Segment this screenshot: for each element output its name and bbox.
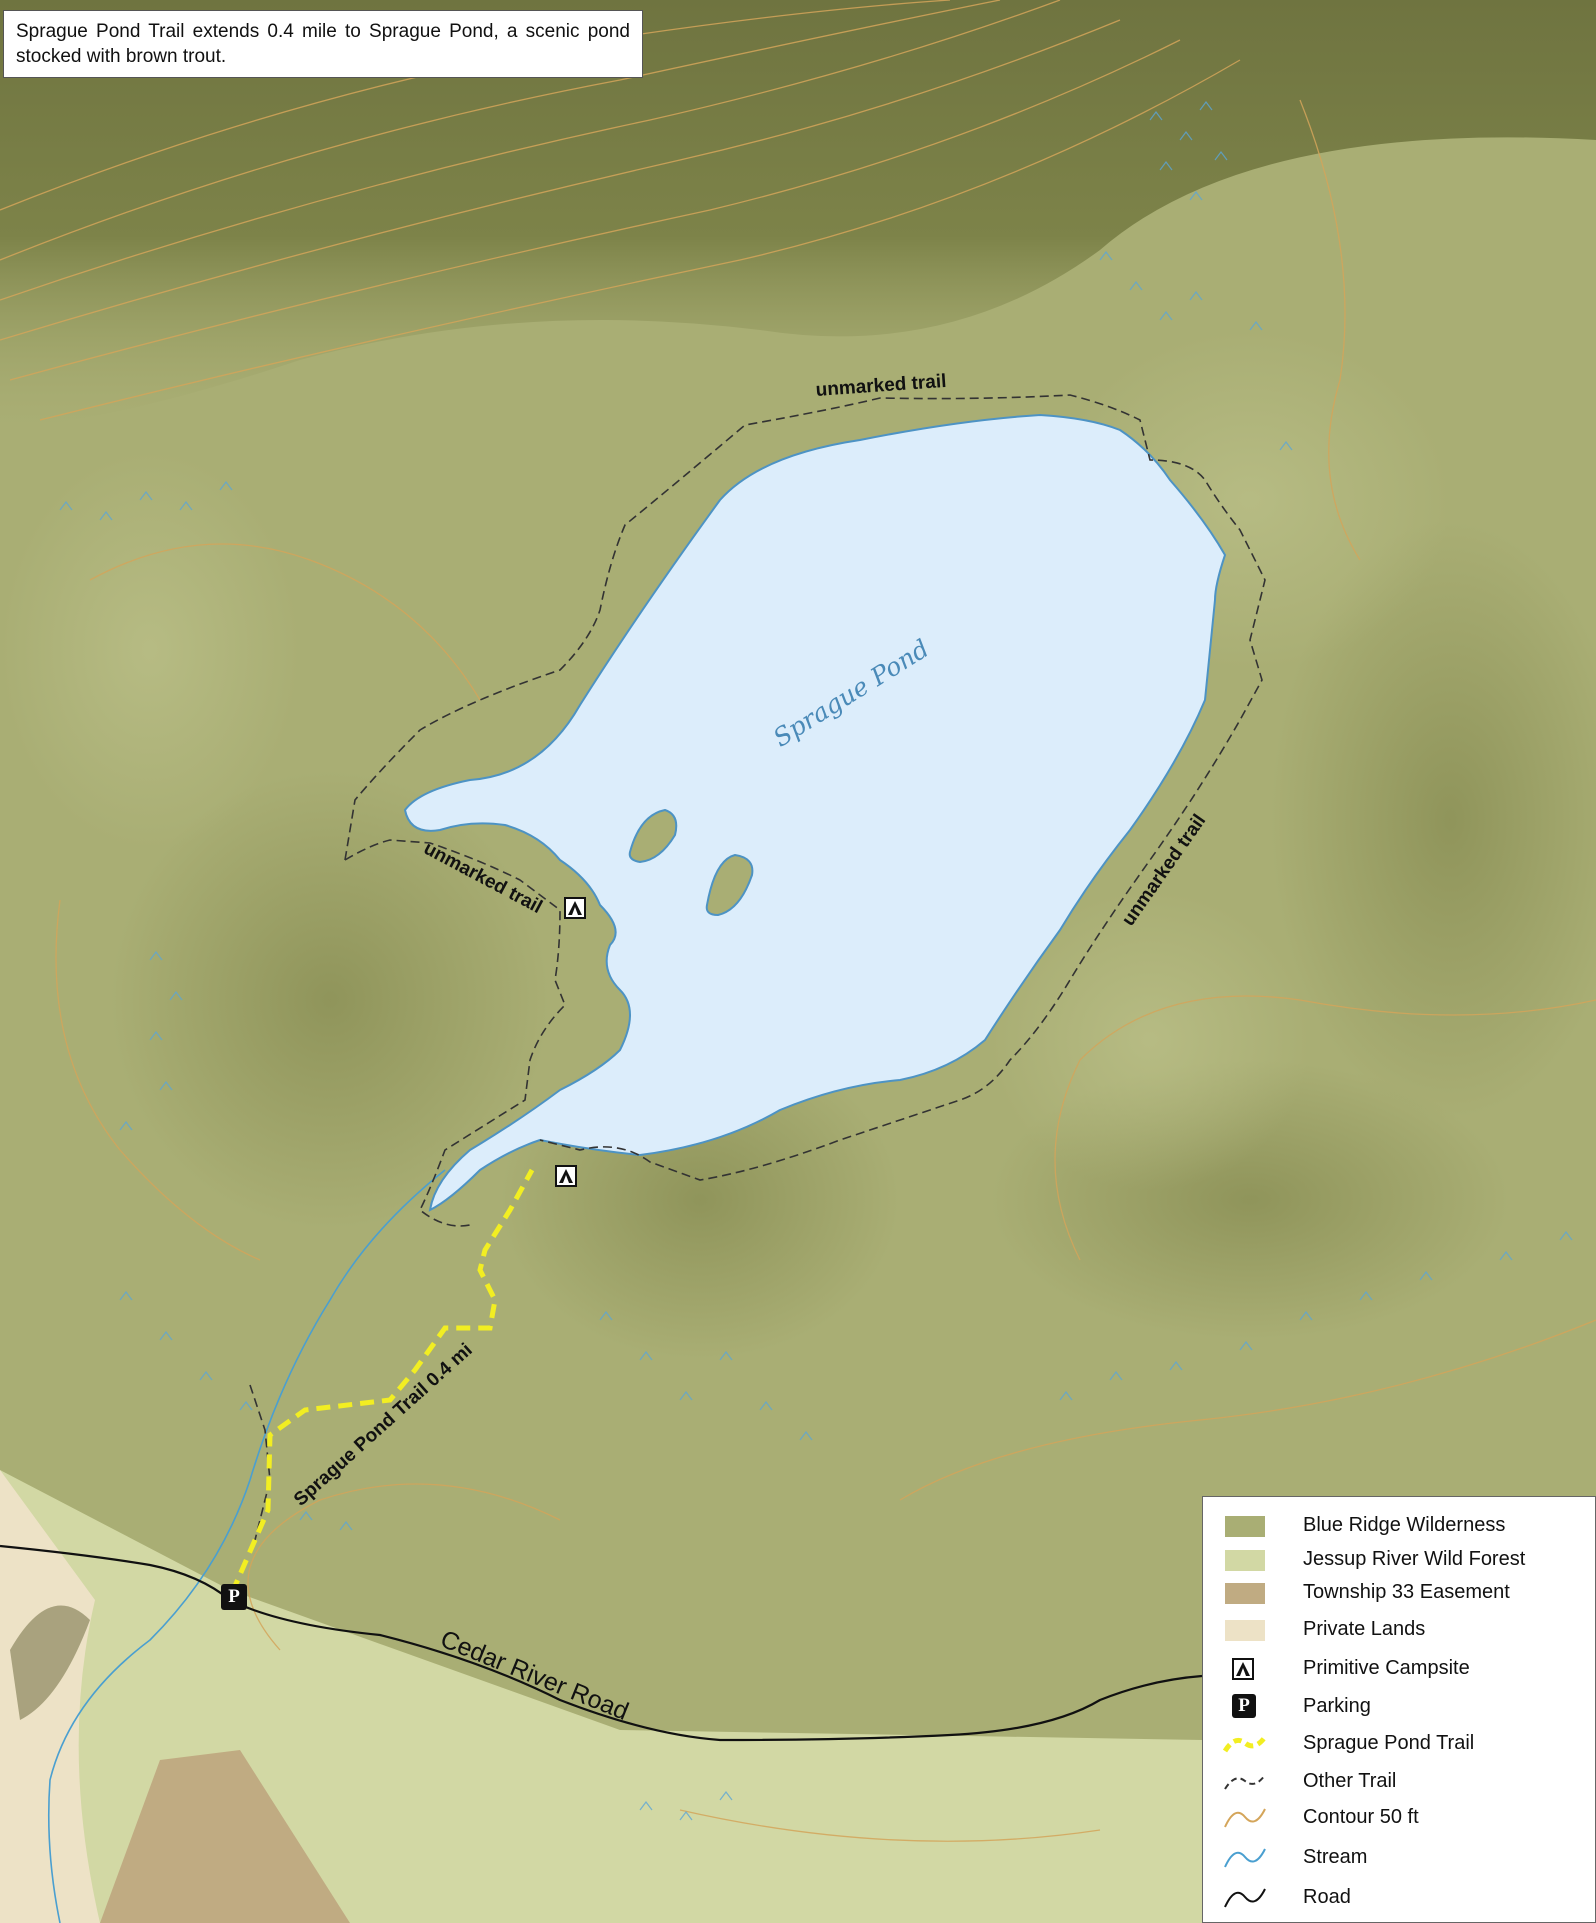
legend-item-township: Township 33 Easement	[1223, 1578, 1593, 1608]
legend-item-stream: Stream	[1223, 1843, 1593, 1873]
legend-item-private: Private Lands	[1223, 1615, 1593, 1645]
terrain-shade	[110, 770, 550, 1230]
legend-label: Private Lands	[1303, 1618, 1426, 1640]
terrain-light	[990, 890, 1310, 1190]
dashed-trail-icon	[1224, 1774, 1266, 1790]
terrain-shade	[1270, 520, 1596, 1120]
parking-icon: P	[1232, 1694, 1256, 1718]
legend-label: Jessup River Wild Forest	[1303, 1548, 1526, 1570]
stream[interactable]	[47, 1169, 446, 1923]
terrain-light	[0, 450, 300, 850]
legend-item-road: Road	[1223, 1883, 1593, 1913]
legend-item-jessup-river: Jessup River Wild Forest	[1223, 1545, 1593, 1575]
tent-icon	[559, 1169, 573, 1183]
legend-label: Contour 50 ft	[1303, 1806, 1419, 1828]
wild-forest-area	[0, 1470, 1202, 1923]
private-lands-area	[100, 1750, 350, 1923]
ridge-shading	[0, 0, 1596, 430]
legend-item-blue-ridge: Blue Ridge Wilderness	[1223, 1511, 1593, 1541]
private-lands-area	[0, 1470, 100, 1923]
tent-icon	[1236, 1662, 1250, 1676]
cedar-river-road[interactable]	[0, 1544, 1203, 1742]
wetland-symbols	[59, 101, 1573, 1821]
swatch-private	[1225, 1620, 1265, 1641]
legend-item-sprague-trail: Sprague Pond Trail	[1222, 1729, 1593, 1759]
legend: Blue Ridge Wilderness Jessup River Wild …	[1202, 1496, 1596, 1923]
swatch-township	[1225, 1583, 1265, 1604]
legend-label: Township 33 Easement	[1303, 1581, 1510, 1603]
legend-label: Road	[1303, 1886, 1351, 1908]
campsite-icon[interactable]	[555, 1165, 577, 1187]
info-box: Sprague Pond Trail extends 0.4 mile to S…	[3, 10, 643, 78]
parking-icon[interactable]: P	[221, 1584, 247, 1610]
info-text: Sprague Pond Trail extends 0.4 mile to S…	[16, 21, 630, 67]
island	[628, 808, 678, 864]
private-lands-area	[10, 1605, 90, 1720]
legend-label: Other Trail	[1303, 1770, 1397, 1792]
legend-item-contour: Contour 50 ft	[1223, 1803, 1593, 1833]
tent-icon	[568, 901, 582, 915]
road-line-icon	[1224, 1888, 1266, 1908]
sprague-pond-trail-line[interactable]	[229, 1168, 535, 1594]
swatch-jessup-river	[1225, 1550, 1265, 1571]
legend-label: Stream	[1303, 1846, 1368, 1868]
legend-label: Blue Ridge Wilderness	[1303, 1514, 1506, 1536]
island	[705, 853, 754, 917]
yellow-trail-icon	[1222, 1735, 1268, 1753]
swatch-blue-ridge	[1225, 1516, 1265, 1537]
campsite-icon[interactable]	[564, 897, 586, 919]
contour-line-icon	[1224, 1808, 1266, 1828]
legend-item-other-trail: Other Trail	[1223, 1767, 1593, 1797]
stream-line-icon	[1224, 1848, 1266, 1868]
legend-item-campsite: Primitive Campsite	[1223, 1654, 1593, 1684]
sprague-pond-water	[403, 413, 1227, 1212]
campsite-icon	[1232, 1658, 1254, 1680]
legend-label: Sprague Pond Trail	[1303, 1732, 1475, 1754]
legend-label: Primitive Campsite	[1303, 1657, 1470, 1679]
legend-item-parking: P Parking	[1223, 1692, 1593, 1722]
legend-label: Parking	[1303, 1695, 1371, 1717]
